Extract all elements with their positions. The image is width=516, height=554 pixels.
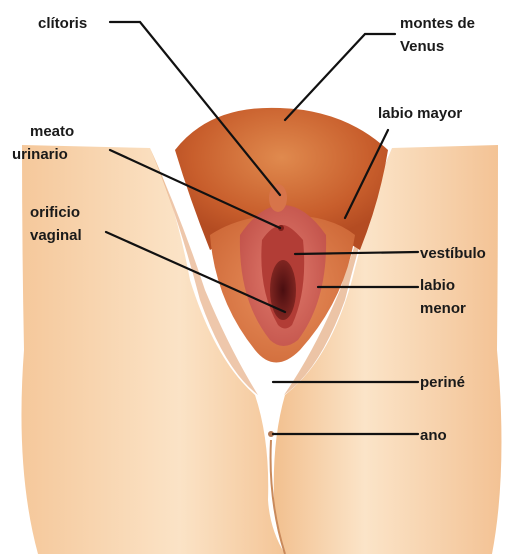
label-montes-line1: montes de xyxy=(400,15,475,32)
body-illustration xyxy=(21,108,501,554)
label-labio-menor-line1: labio xyxy=(420,277,455,294)
label-meato-line1: meato xyxy=(30,123,74,140)
label-orificio-line1: orificio xyxy=(30,204,80,221)
label-orificio-line2: vaginal xyxy=(30,227,82,244)
label-perine: periné xyxy=(420,374,465,391)
label-ano: ano xyxy=(420,427,447,444)
clitoris-hood xyxy=(269,184,287,212)
label-montes-line2: Venus xyxy=(400,38,444,55)
label-labio-mayor: labio mayor xyxy=(378,105,462,122)
label-labio-menor-line2: menor xyxy=(420,300,466,317)
label-meato-line2: urinario xyxy=(12,146,68,163)
label-clitoris: clítoris xyxy=(38,15,87,32)
label-vestibulo: vestíbulo xyxy=(420,245,486,262)
